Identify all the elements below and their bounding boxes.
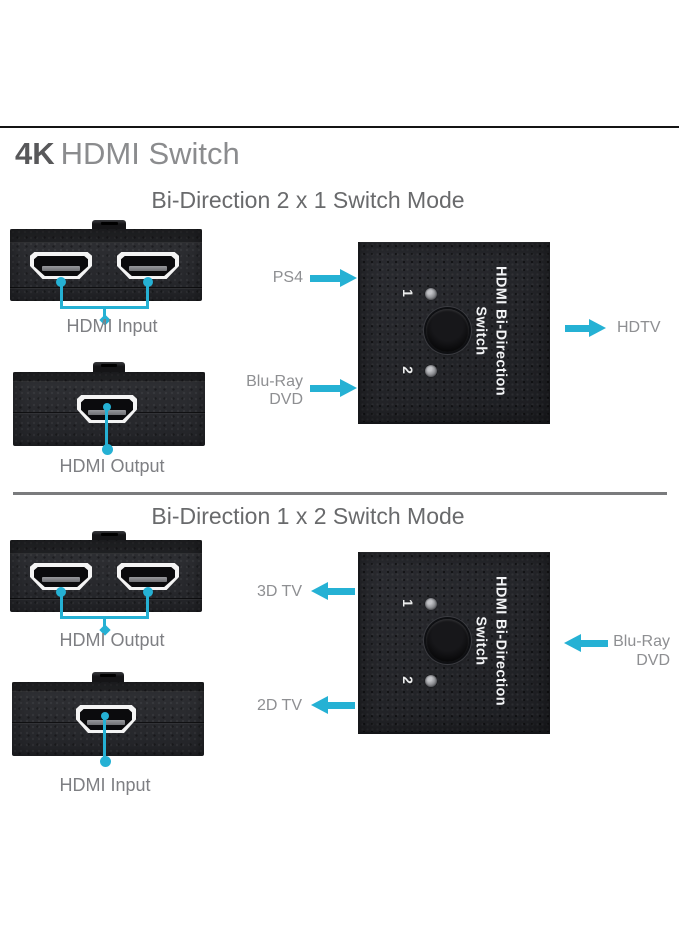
port-2-label: 2 — [400, 366, 416, 374]
arrow-head — [340, 269, 357, 287]
arrow-shaft — [328, 587, 355, 595]
arrow-right-icon — [565, 319, 606, 337]
callout-dot — [100, 756, 111, 767]
hdmi-port-tongue — [87, 719, 125, 725]
device-body — [10, 540, 202, 612]
port-2-label: 2 — [400, 676, 416, 684]
device-label: HDMI Output — [59, 456, 165, 476]
arrow-head — [340, 379, 357, 397]
source-label-line1: Blu-Ray — [246, 373, 303, 390]
switch-toggle-button — [426, 309, 469, 352]
port-1-label: 1 — [400, 289, 416, 297]
callout-stem — [103, 616, 106, 629]
device-seam — [10, 287, 202, 288]
arrow-head — [311, 696, 328, 714]
section-divider-line — [13, 492, 667, 495]
port-1-label: 1 — [400, 599, 416, 607]
device-bevel — [10, 540, 202, 554]
device-bevel — [10, 229, 202, 243]
hdmi-port-icon — [117, 563, 179, 590]
arrow-shaft — [310, 274, 340, 282]
page-title-rest: HDMI Switch — [60, 136, 240, 171]
arrow-right-icon — [310, 269, 357, 287]
source-label-line2: DVD — [269, 391, 303, 408]
source-label-line1: Blu-Ray — [613, 633, 670, 650]
device-seam — [10, 598, 202, 599]
arrow-left-icon — [564, 634, 608, 652]
hdmi-port-cavity — [121, 567, 175, 587]
hdmi-port-tongue — [128, 266, 168, 272]
source-label-bluray-2: Blu-Ray DVD — [570, 632, 670, 670]
section1-heading: Bi-Direction 2 x 1 Switch Mode — [151, 187, 465, 213]
callout-line — [103, 715, 106, 763]
led-indicator-2 — [425, 365, 437, 377]
callout-line — [146, 281, 149, 308]
switch-toggle-button — [426, 619, 469, 662]
arrow-head — [589, 319, 606, 337]
hdmi-port-tongue — [41, 266, 81, 272]
sink-label-3dtv: 3D TV — [256, 583, 302, 600]
top-divider-line — [0, 126, 679, 128]
device-top-connector — [92, 672, 124, 683]
led-indicator-1 — [425, 598, 437, 610]
hdmi-switch-device-1: 1 2 HDMI Bi-Direction Switch — [358, 242, 550, 424]
device-top-connector — [92, 531, 126, 541]
arrow-shaft — [581, 639, 608, 647]
arrow-shaft — [328, 701, 355, 709]
sink-label-hdtv: HDTV — [617, 319, 661, 336]
device-label: HDMI Input — [59, 775, 151, 795]
hdmi-port-cavity — [34, 567, 88, 587]
hdmi-port-icon — [117, 252, 179, 279]
callout-stem — [103, 306, 106, 319]
switch-name-line2: Switch — [472, 306, 489, 356]
led-indicator-2 — [425, 675, 437, 687]
switch-name-line1: HDMI Bi-Direction — [492, 265, 509, 397]
callout-line — [105, 406, 108, 450]
arrow-left-icon — [311, 582, 355, 600]
source-label-ps4: PS4 — [272, 269, 303, 286]
hdmi-port-cavity — [121, 256, 175, 276]
hdmi-switch-device-2: 1 2 HDMI Bi-Direction Switch — [358, 552, 550, 734]
hdmi-port-icon — [30, 252, 92, 279]
switch-name-line2: Switch — [472, 616, 489, 666]
device-top-connector — [93, 362, 125, 373]
device-top-connector — [92, 220, 126, 230]
device-label: HDMI Output — [59, 630, 165, 650]
hdmi-port-icon — [30, 563, 92, 590]
device-body — [10, 229, 202, 301]
switch-name-text: HDMI Bi-Direction Switch — [471, 562, 511, 721]
led-indicator-1 — [425, 288, 437, 300]
hdmi-port-cavity — [34, 256, 88, 276]
device-body — [12, 682, 204, 756]
callout-line — [146, 591, 149, 618]
device-label: HDMI Input — [66, 316, 158, 336]
source-label-bluray: Blu-Ray DVD — [203, 373, 303, 409]
arrow-head — [564, 634, 581, 652]
arrow-left-icon — [311, 696, 355, 714]
device-bevel — [13, 372, 205, 382]
arrow-head — [311, 582, 328, 600]
section2-heading: Bi-Direction 1 x 2 Switch Mode — [151, 503, 465, 529]
arrow-right-icon — [310, 379, 357, 397]
sink-label-2dtv: 2D TV — [256, 697, 302, 714]
device-bevel — [12, 682, 204, 692]
hdmi-port-tongue — [41, 577, 81, 583]
arrow-shaft — [310, 384, 340, 392]
switch-name-line1: HDMI Bi-Direction — [492, 575, 509, 707]
arrow-shaft — [565, 324, 589, 332]
hdmi-port-tongue — [128, 577, 168, 583]
callout-line — [60, 281, 63, 308]
callout-line — [60, 591, 63, 618]
device-body — [13, 372, 205, 446]
callout-dot — [102, 444, 113, 455]
page-title-4k: 4K — [15, 136, 55, 171]
switch-name-text: HDMI Bi-Direction Switch — [471, 252, 511, 411]
source-label-line2: DVD — [636, 652, 670, 669]
